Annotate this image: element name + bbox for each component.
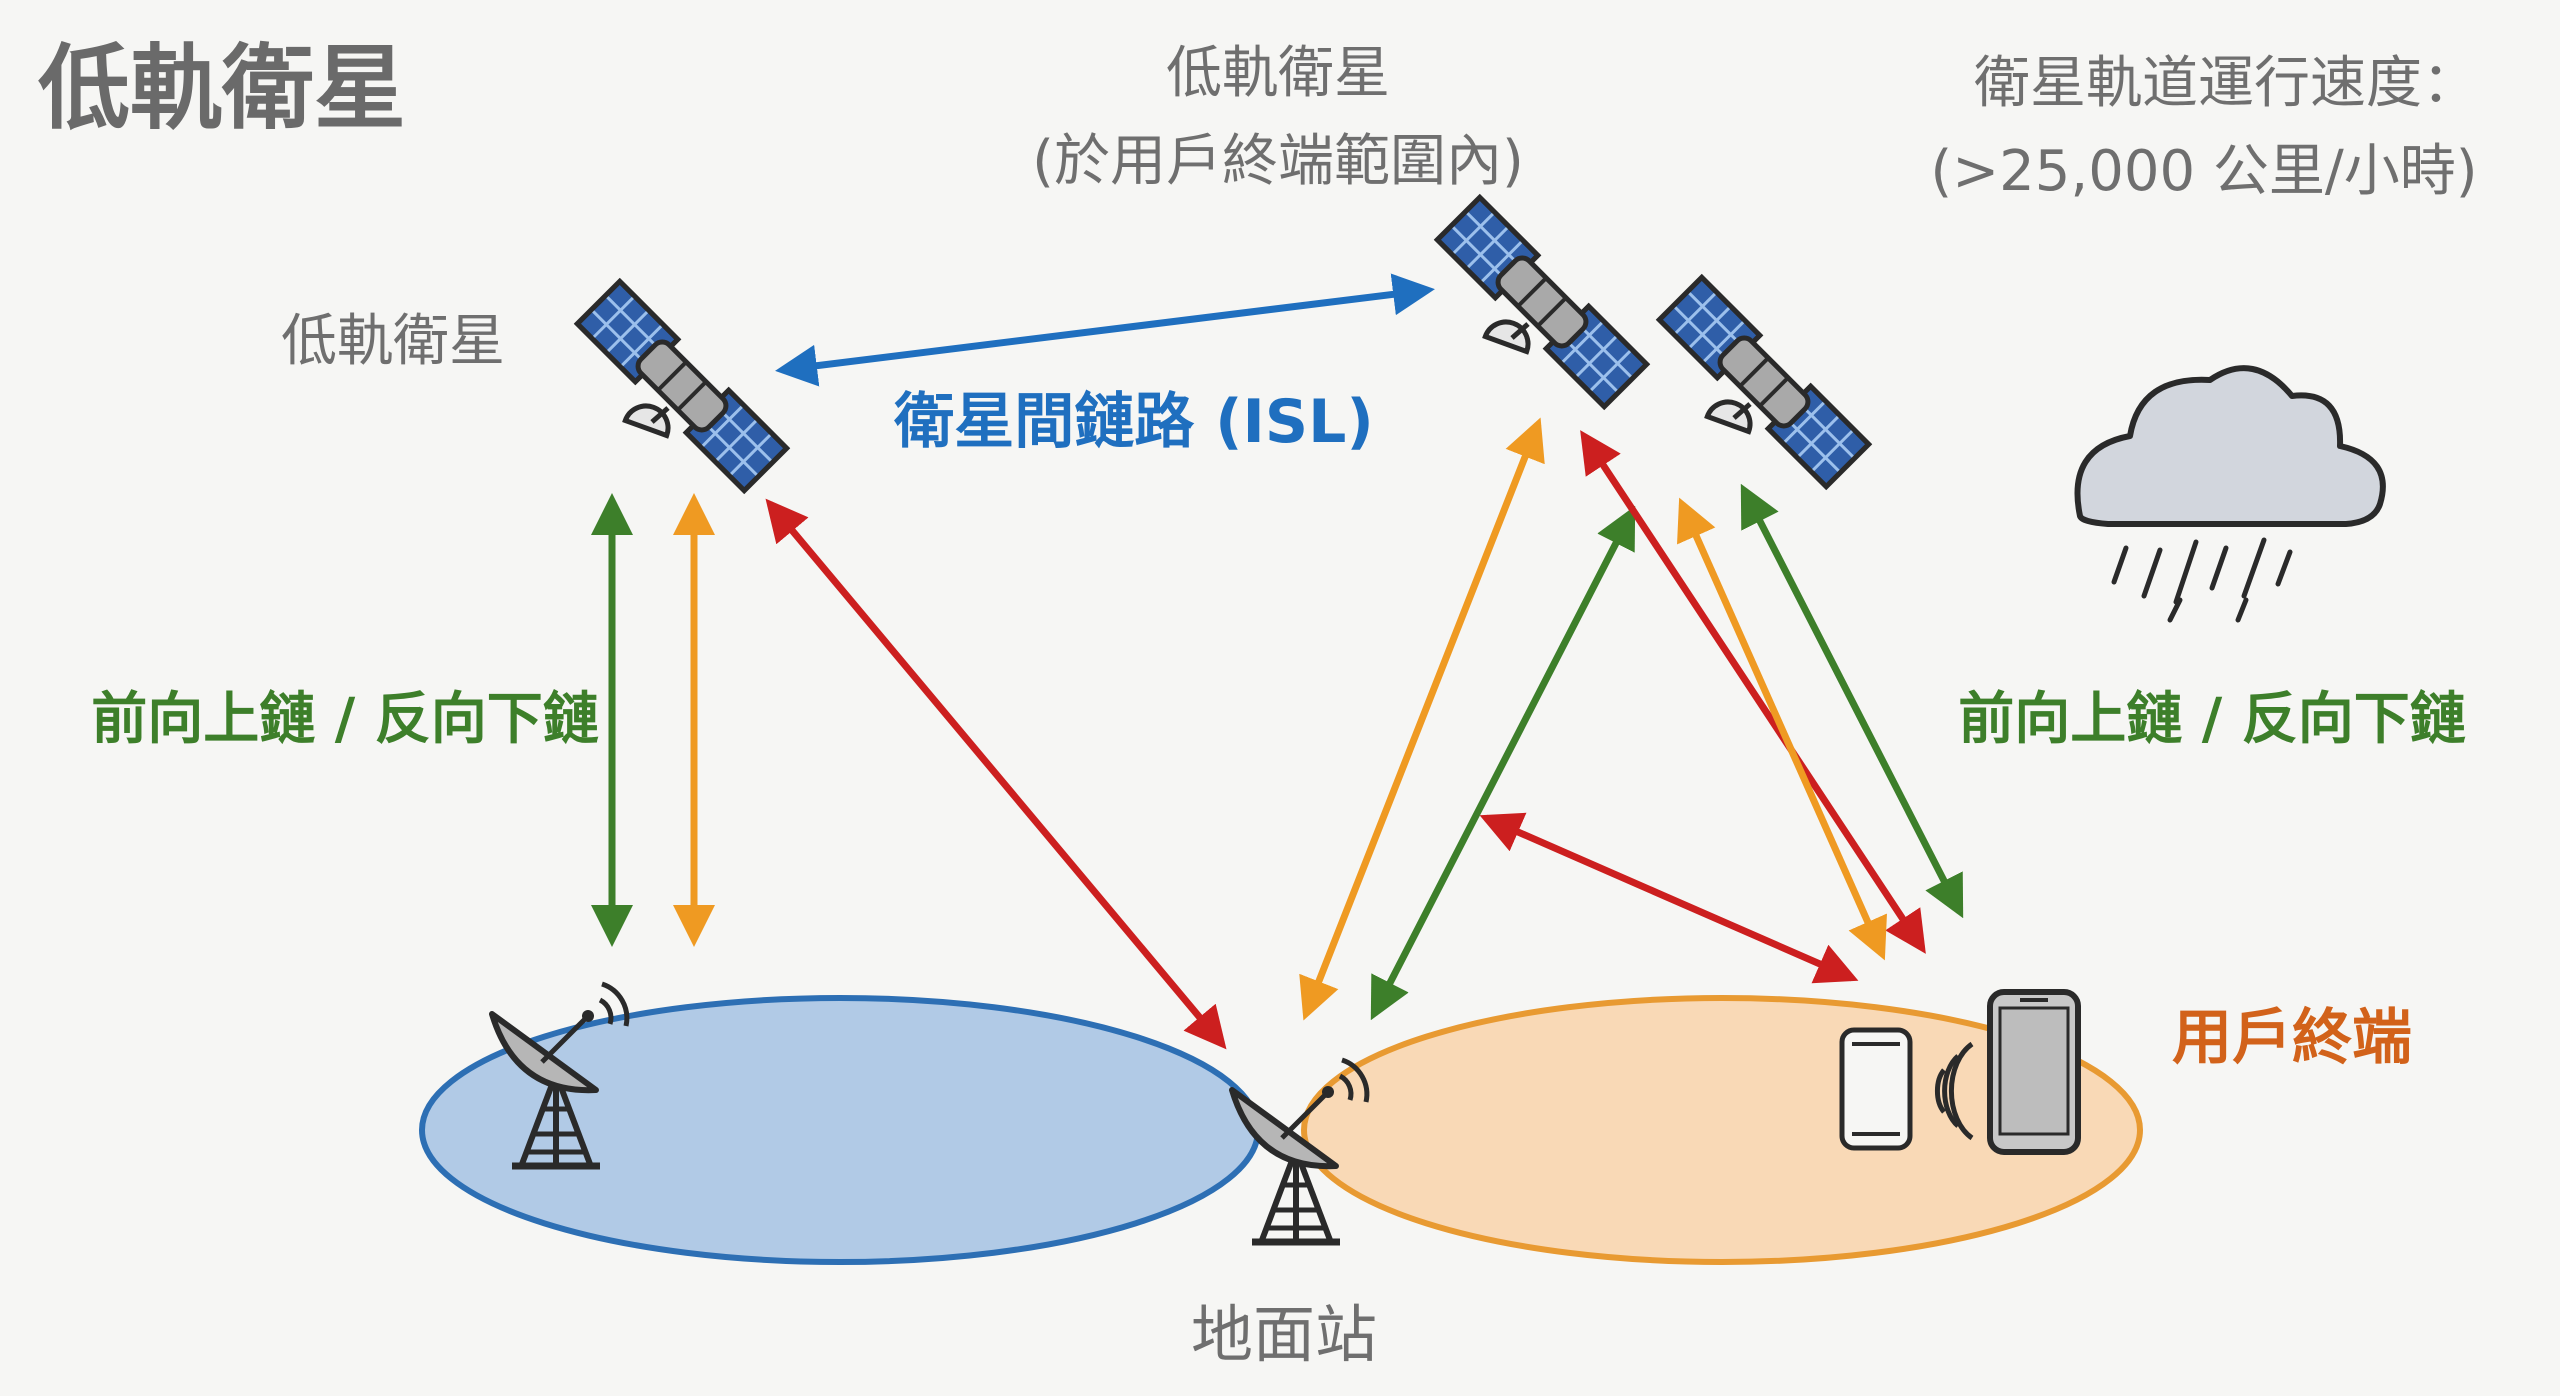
satellite-icon	[1437, 197, 1646, 406]
rain-cloud-icon	[2074, 365, 2386, 623]
signal-wave-icon	[1934, 1041, 1974, 1141]
ground-station-label: 地面站	[1191, 1298, 1377, 1371]
link-label-right: 前向上鏈 / 反向下鏈	[1958, 687, 2465, 752]
satellite-left-label: 低軌衛星	[281, 309, 505, 374]
orbit-speed-label-line2: (>25,000 公里/小時)	[1930, 139, 2477, 204]
ground-station-coverage-cell	[419, 995, 1261, 1265]
satellite-icon	[1659, 277, 1868, 486]
right-satellite-to-ground-green-arrow	[1370, 505, 1636, 1021]
isl-label: 衛星間鏈路 (ISL)	[893, 387, 1374, 457]
right-satellite-to-user-green-arrow	[1740, 483, 1964, 919]
isl-link-arrow	[775, 273, 1435, 387]
smartphone-icon	[1839, 1027, 1913, 1151]
ground-to-user-red-arrow	[1479, 812, 1859, 984]
left-satellite-to-ground-red-arrow	[765, 498, 1227, 1050]
orbit-speed-label-line1: 衛星軌道運行速度：	[1974, 51, 2478, 116]
link-label-left: 前向上鏈 / 反向下鏈	[91, 687, 598, 752]
satellite-center-label-line2: (於用戶終端範圍內)	[1032, 129, 1524, 194]
user-terminal-coverage-cell	[1301, 995, 2143, 1265]
user-terminal-label: 用戶終端	[2172, 1003, 2412, 1073]
page-title: 低軌衛星	[38, 35, 406, 142]
satellite-icon	[577, 281, 786, 490]
satellite-center-label-line1: 低軌衛星	[1166, 41, 1390, 106]
smartphone-icon	[1987, 989, 2081, 1155]
